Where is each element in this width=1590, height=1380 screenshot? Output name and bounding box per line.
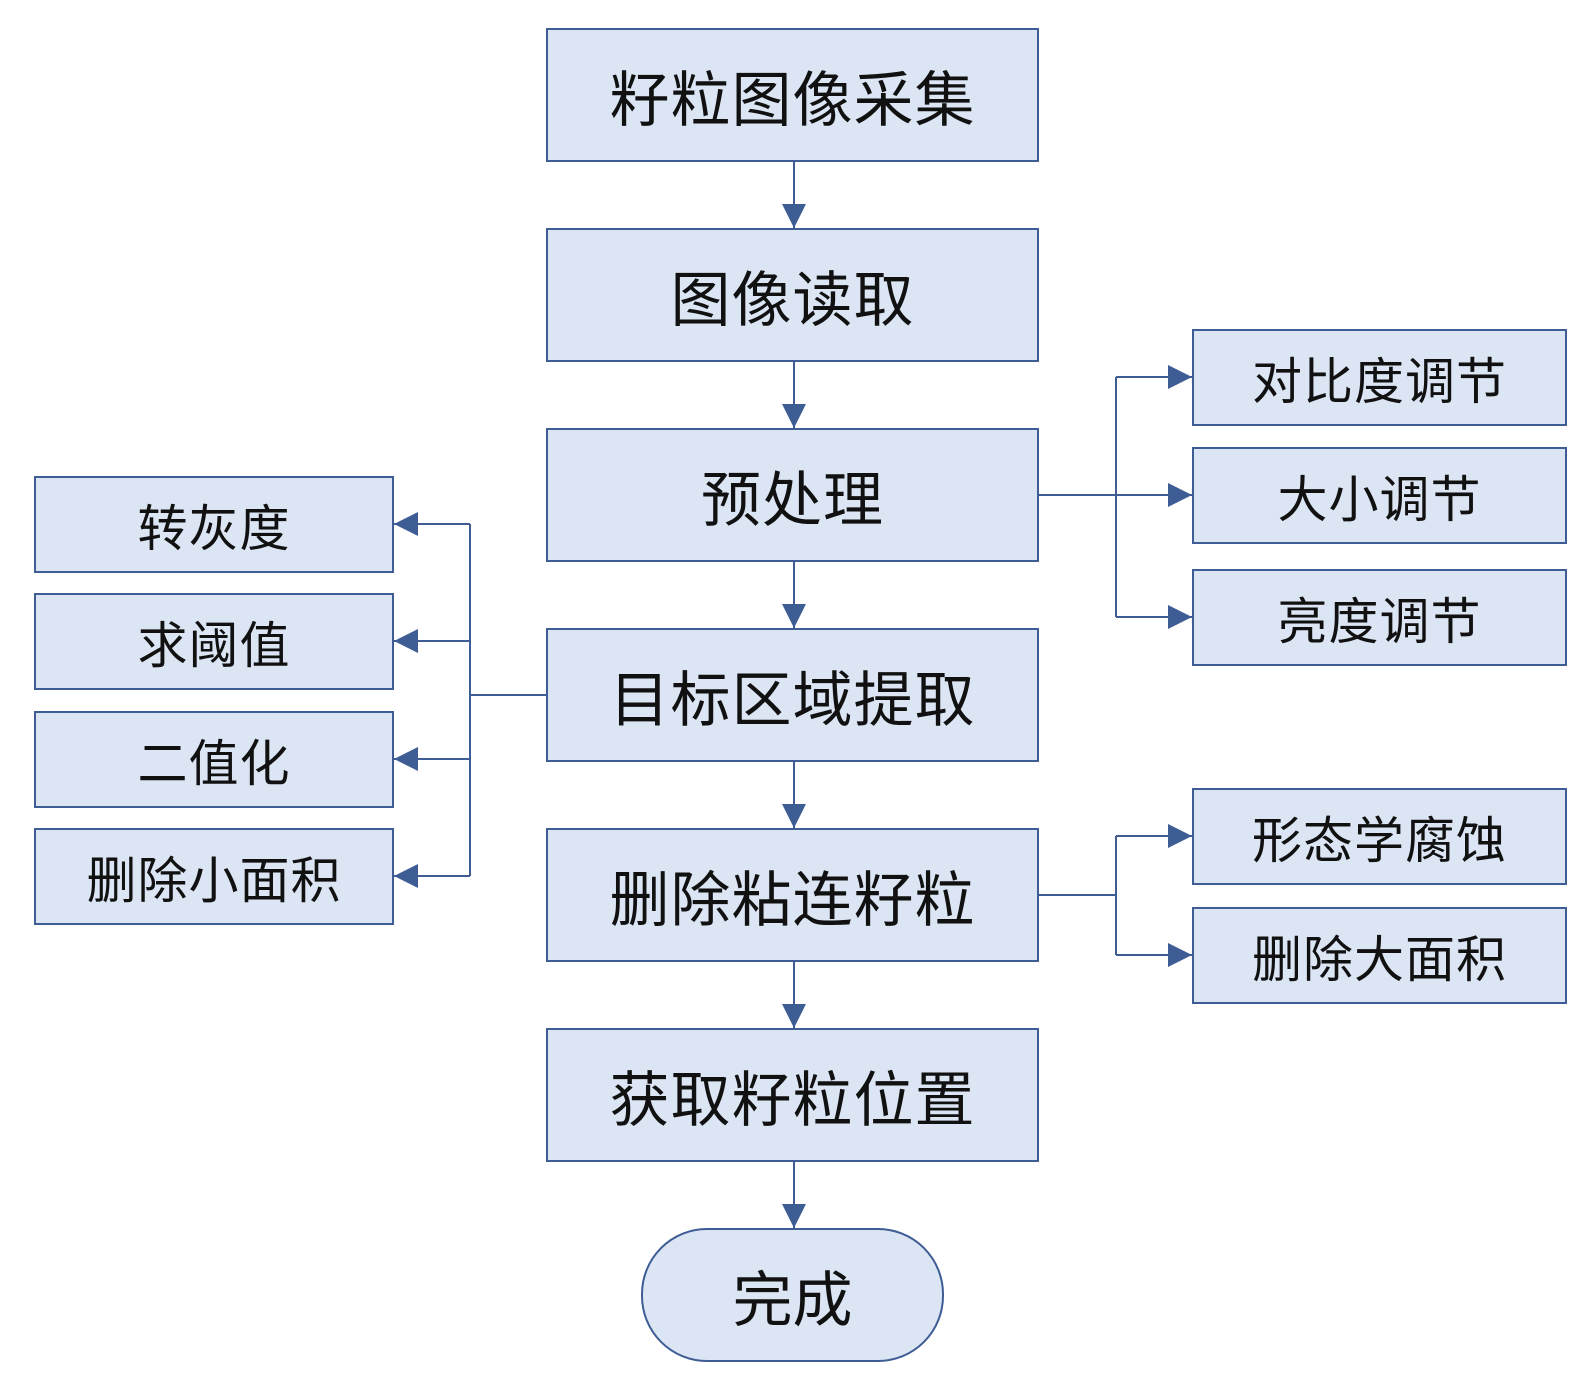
arrowhead-collect-to-read xyxy=(782,204,806,228)
substep-erosion-label: 形态学腐蚀 xyxy=(1252,811,1507,870)
arrowhead-size xyxy=(1168,483,1192,507)
step-image-acquisition-label: 籽粒图像采集 xyxy=(609,65,976,136)
substep-brightness-label: 亮度调节 xyxy=(1277,592,1482,651)
step-done-label: 完成 xyxy=(732,1265,853,1336)
step-preprocess: 预处理 xyxy=(546,428,1039,562)
substep-brightness: 亮度调节 xyxy=(1192,569,1567,666)
step-done: 完成 xyxy=(641,1228,944,1362)
arrowhead-small-area xyxy=(394,864,418,888)
arrowhead-read-to-preprocess xyxy=(782,404,806,428)
substep-remove-large-area-label: 删除大面积 xyxy=(1252,930,1507,989)
substep-contrast: 对比度调节 xyxy=(1192,329,1567,426)
arrowhead-gray xyxy=(394,512,418,536)
arrowhead-large-area xyxy=(1168,943,1192,967)
substep-remove-large-area: 删除大面积 xyxy=(1192,907,1567,1004)
substep-binarize-label: 二值化 xyxy=(137,734,291,793)
arrowhead-binarize xyxy=(394,747,418,771)
arrowhead-remove-to-locate xyxy=(782,1004,806,1028)
arrowhead-contrast xyxy=(1168,365,1192,389)
substep-threshold: 求阈值 xyxy=(34,593,394,690)
substep-binarize: 二值化 xyxy=(34,711,394,808)
substep-grayscale: 转灰度 xyxy=(34,476,394,573)
substep-size: 大小调节 xyxy=(1192,447,1567,544)
step-locate-grains-label: 获取籽粒位置 xyxy=(609,1065,976,1136)
step-preprocess-label: 预处理 xyxy=(701,465,884,536)
arrowhead-preprocess-to-extract xyxy=(782,604,806,628)
substep-remove-small-area: 删除小面积 xyxy=(34,828,394,925)
substep-remove-small-area-label: 删除小面积 xyxy=(86,851,342,910)
substep-contrast-label: 对比度调节 xyxy=(1252,352,1507,411)
step-target-extraction: 目标区域提取 xyxy=(546,628,1039,762)
arrowhead-extract-to-remove xyxy=(782,804,806,828)
step-target-extraction-label: 目标区域提取 xyxy=(609,665,976,736)
step-remove-adhesion: 删除粘连籽粒 xyxy=(546,828,1039,962)
arrowhead-brightness xyxy=(1168,605,1192,629)
step-image-read: 图像读取 xyxy=(546,228,1039,362)
arrowhead-locate-to-done xyxy=(782,1204,806,1228)
arrowhead-threshold xyxy=(394,629,418,653)
step-remove-adhesion-label: 删除粘连籽粒 xyxy=(609,865,976,936)
substep-erosion: 形态学腐蚀 xyxy=(1192,788,1567,885)
substep-size-label: 大小调节 xyxy=(1277,470,1482,529)
step-image-acquisition: 籽粒图像采集 xyxy=(546,28,1039,162)
step-locate-grains: 获取籽粒位置 xyxy=(546,1028,1039,1162)
step-image-read-label: 图像读取 xyxy=(670,265,915,336)
substep-threshold-label: 求阈值 xyxy=(137,616,291,675)
arrowhead-erosion xyxy=(1168,824,1192,848)
substep-grayscale-label: 转灰度 xyxy=(137,499,291,558)
